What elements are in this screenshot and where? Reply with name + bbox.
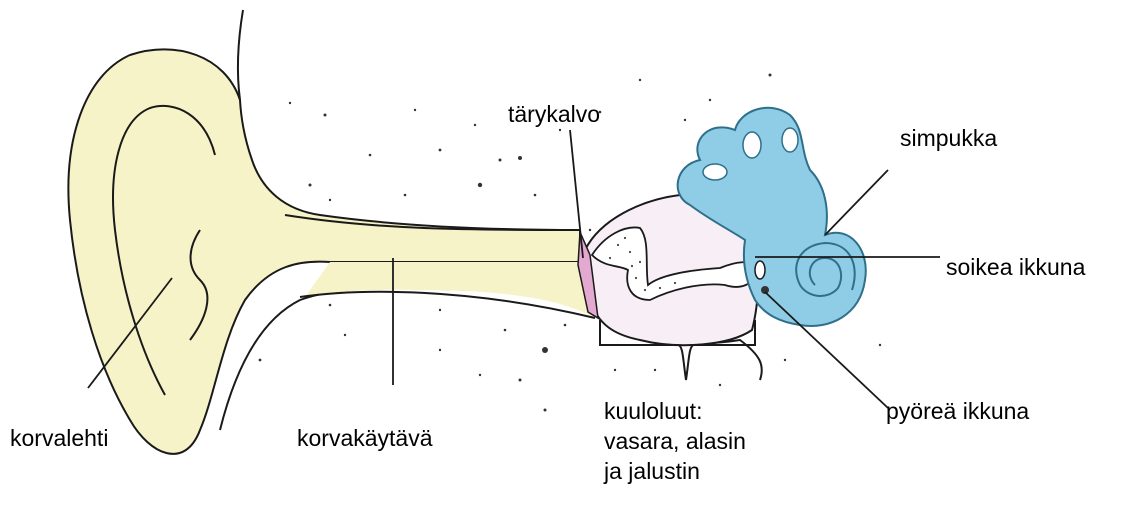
label-cochlea: simpukka	[900, 123, 997, 153]
label-ossicles-line2: vasara, alasin	[604, 426, 746, 456]
label-ear-canal: korvakäytävä	[297, 423, 433, 453]
label-eardrum: tärykalvo	[508, 99, 600, 129]
label-oval-window: soikea ikkuna	[946, 252, 1085, 282]
label-pinna: korvalehti	[10, 423, 108, 453]
oval-window-shape	[755, 261, 765, 279]
label-ossicles: kuuloluut: vasara, alasin ja jalustin	[604, 396, 746, 486]
label-ossicles-line1: kuuloluut:	[604, 396, 746, 426]
label-ossicles-line3: ja jalustin	[604, 456, 746, 486]
label-round-window: pyöreä ikkuna	[886, 396, 1029, 426]
